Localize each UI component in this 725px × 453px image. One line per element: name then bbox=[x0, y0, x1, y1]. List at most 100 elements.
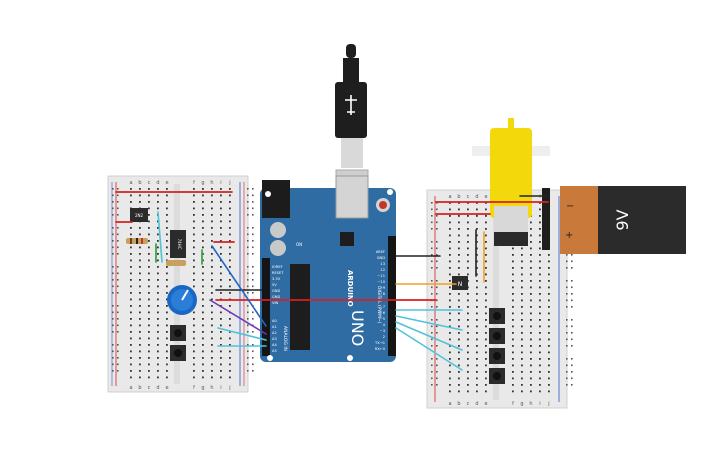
rail-hole bbox=[566, 384, 568, 386]
breadboard-hole bbox=[539, 228, 541, 230]
breadboard-hole bbox=[521, 338, 523, 341]
breadboard-hole bbox=[139, 305, 141, 307]
breadboard-hole bbox=[449, 338, 451, 341]
breadboard-hole bbox=[211, 350, 213, 353]
column-letter: b bbox=[457, 401, 460, 407]
breadboard-hole bbox=[476, 286, 478, 289]
breadboard-hole bbox=[458, 325, 460, 328]
rail-hole bbox=[431, 221, 433, 224]
breadboard-hole bbox=[530, 260, 532, 263]
breadboard-hole bbox=[521, 273, 523, 276]
breadboard-hole bbox=[130, 311, 132, 314]
rail-hole bbox=[571, 364, 573, 367]
breadboard-hole bbox=[139, 233, 141, 236]
breadboard-hole bbox=[530, 254, 532, 256]
rail-hole bbox=[436, 221, 438, 224]
column-letter: e bbox=[165, 385, 168, 391]
breadboard-hole bbox=[220, 357, 222, 359]
column-letter: j bbox=[228, 385, 230, 391]
breadboard-hole bbox=[148, 305, 150, 307]
rail-hole bbox=[112, 357, 114, 359]
breadboard-hole bbox=[530, 332, 532, 334]
left-chip-label: 2N2 bbox=[135, 213, 144, 218]
breadboard-hole bbox=[220, 337, 222, 340]
breadboard-hole bbox=[193, 227, 195, 229]
breadboard-hole bbox=[467, 267, 469, 269]
pin-label: GND bbox=[272, 295, 280, 299]
breadboard-hole bbox=[512, 371, 514, 373]
breadboard-hole bbox=[139, 266, 141, 268]
rail-hole bbox=[247, 357, 249, 359]
breadboard-hole bbox=[467, 384, 469, 386]
breadboard-hole bbox=[530, 241, 532, 243]
breadboard-hole bbox=[166, 350, 168, 353]
rail-hole bbox=[117, 227, 119, 229]
breadboard-hole bbox=[548, 260, 550, 263]
rail-hole bbox=[431, 358, 433, 360]
breadboard-hole bbox=[548, 306, 550, 308]
breadboard-hole bbox=[220, 233, 222, 236]
breadboard-hole bbox=[530, 306, 532, 308]
breadboard-hole bbox=[467, 306, 469, 308]
breadboard-hole bbox=[512, 390, 514, 393]
breadboard-hole bbox=[193, 324, 195, 327]
breadboard-hole bbox=[202, 188, 204, 190]
transistor-label: N bbox=[458, 281, 463, 288]
breadboard-hole bbox=[449, 215, 451, 217]
breadboard-hole bbox=[211, 201, 213, 203]
breadboard-hole bbox=[458, 234, 460, 237]
breadboard-hole bbox=[485, 215, 487, 217]
breadboard-hole bbox=[548, 351, 550, 354]
breadboard-hole bbox=[220, 311, 222, 314]
breadboard-hole bbox=[130, 188, 132, 190]
breadboard-hole bbox=[202, 305, 204, 307]
breadboard-hole bbox=[166, 305, 168, 307]
breadboard-hole bbox=[211, 233, 213, 236]
rail-hole bbox=[252, 357, 254, 359]
breadboard-hole bbox=[512, 260, 514, 263]
breadboard-hole bbox=[148, 344, 150, 346]
breadboard-hole bbox=[229, 370, 231, 372]
breadboard-hole bbox=[449, 319, 451, 321]
analog-pins-label: ANALOG IN bbox=[282, 326, 288, 351]
breadboard-hole bbox=[157, 331, 159, 333]
column-letter: f bbox=[193, 385, 195, 391]
breadboard-hole bbox=[539, 351, 541, 354]
breadboard-hole bbox=[157, 318, 159, 320]
breadboard-hole bbox=[193, 220, 195, 223]
column-letter: e bbox=[484, 401, 487, 407]
breadboard-hole bbox=[449, 228, 451, 230]
rail-hole bbox=[117, 324, 119, 327]
column-letter: h bbox=[210, 180, 213, 186]
breadboard-hole bbox=[449, 351, 451, 354]
breadboard-hole bbox=[211, 331, 213, 333]
breadboard-hole bbox=[548, 371, 550, 373]
breadboard-hole bbox=[202, 214, 204, 216]
breadboard-hole bbox=[485, 332, 487, 334]
rail-hole bbox=[431, 306, 433, 308]
breadboard-hole bbox=[458, 247, 460, 250]
breadboard-hole bbox=[157, 305, 159, 307]
breadboard-hole bbox=[157, 266, 159, 268]
breadboard-hole bbox=[157, 220, 159, 223]
breadboard-hole bbox=[193, 357, 195, 359]
digital-pins-label: DIGITAL (PWM~) bbox=[376, 286, 382, 324]
rail-hole bbox=[571, 325, 573, 328]
breadboard-hole bbox=[229, 227, 231, 229]
breadboard-hole bbox=[548, 312, 550, 315]
column-letter: g bbox=[520, 401, 523, 407]
breadboard-hole bbox=[193, 201, 195, 203]
breadboard-hole bbox=[548, 384, 550, 386]
breadboard-hole bbox=[193, 246, 195, 249]
breadboard-hole bbox=[220, 285, 222, 288]
pin-label: ~6 bbox=[380, 311, 386, 315]
breadboard-hole bbox=[139, 357, 141, 359]
breadboard-hole bbox=[485, 312, 487, 315]
breadboard-hole bbox=[148, 259, 150, 262]
rail-hole bbox=[431, 267, 433, 269]
rail-hole bbox=[566, 254, 568, 256]
breadboard-hole bbox=[211, 292, 213, 294]
breadboard-hole bbox=[521, 254, 523, 256]
